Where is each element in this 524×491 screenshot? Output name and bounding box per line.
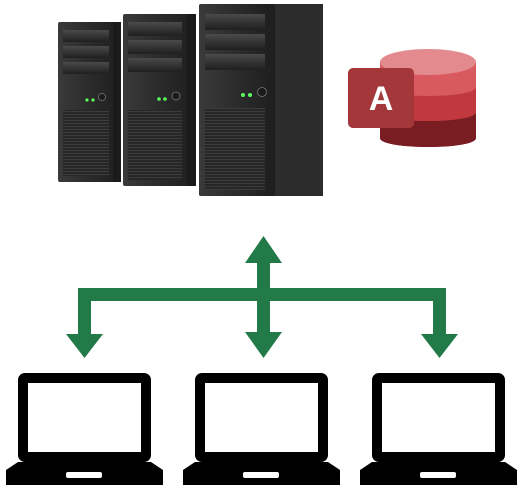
microsoft-access-database-icon: A <box>348 49 476 147</box>
arrow-up-icon <box>245 236 282 263</box>
client-laptops <box>6 373 517 485</box>
laptop-icon <box>6 373 163 485</box>
access-logo-letter: A <box>369 80 394 118</box>
laptop-icon <box>360 373 517 485</box>
server-group <box>58 4 323 196</box>
bidirectional-network-arrows <box>66 236 458 358</box>
server-tower-icon <box>58 22 121 182</box>
arrow-down-icon <box>421 334 458 358</box>
server-tower-icon <box>199 4 323 196</box>
arrow-down-icon <box>66 334 103 358</box>
arrow-down-icon <box>245 332 282 358</box>
laptop-icon <box>183 373 340 485</box>
server-tower-icon <box>123 14 196 186</box>
